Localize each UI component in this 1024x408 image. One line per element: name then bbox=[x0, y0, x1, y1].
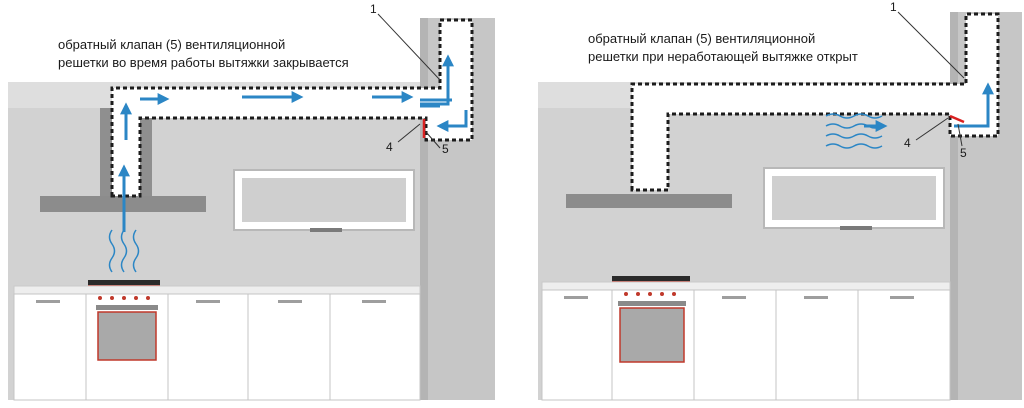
caption-right-line2: решетки при неработающей вытяжке открыт bbox=[588, 49, 858, 64]
airflow-arrow-icon bbox=[864, 82, 994, 132]
base-cabinets bbox=[541, 289, 951, 401]
callout-5-left: 5 bbox=[442, 142, 449, 156]
oven-icon bbox=[618, 292, 686, 363]
wall-cabinet-handle bbox=[310, 228, 342, 232]
leader-lines bbox=[377, 13, 441, 149]
side-wall-shadow bbox=[950, 12, 958, 400]
steam-wave-icon bbox=[108, 229, 140, 273]
side-wall-shadow bbox=[420, 18, 428, 400]
airflow-arrow-icon bbox=[118, 54, 468, 232]
stove-icon bbox=[88, 280, 160, 286]
panel-left bbox=[8, 13, 495, 401]
callout-5-right: 5 bbox=[960, 146, 967, 160]
wall-cabinet-glass bbox=[772, 176, 936, 220]
caption-left-line2: решетки во время работы вытяжки закрывае… bbox=[58, 55, 349, 70]
caption-right-line1: обратный клапан (5) вентиляционной bbox=[588, 31, 816, 46]
callout-1-right: 1 bbox=[890, 0, 897, 14]
steam-wave-icon bbox=[825, 113, 883, 149]
duct bbox=[630, 12, 1000, 192]
check-valve bbox=[949, 114, 965, 124]
wall-cabinet-handle bbox=[840, 226, 872, 230]
countertop bbox=[541, 281, 951, 291]
callout-4-right: 4 bbox=[904, 136, 911, 150]
base-cabinets bbox=[13, 293, 421, 401]
leader-lines bbox=[897, 11, 965, 147]
callout-4-left: 4 bbox=[386, 140, 393, 154]
wall-cabinet-glass bbox=[242, 178, 406, 222]
panel-right bbox=[538, 11, 1022, 401]
duct bbox=[110, 18, 474, 198]
callout-1-left: 1 bbox=[370, 2, 377, 16]
hood-icon bbox=[566, 194, 732, 208]
caption-left-line1: обратный клапан (5) вентиляционной bbox=[58, 37, 286, 52]
stove-icon bbox=[612, 276, 690, 282]
oven-icon bbox=[96, 296, 158, 361]
countertop bbox=[13, 285, 421, 295]
